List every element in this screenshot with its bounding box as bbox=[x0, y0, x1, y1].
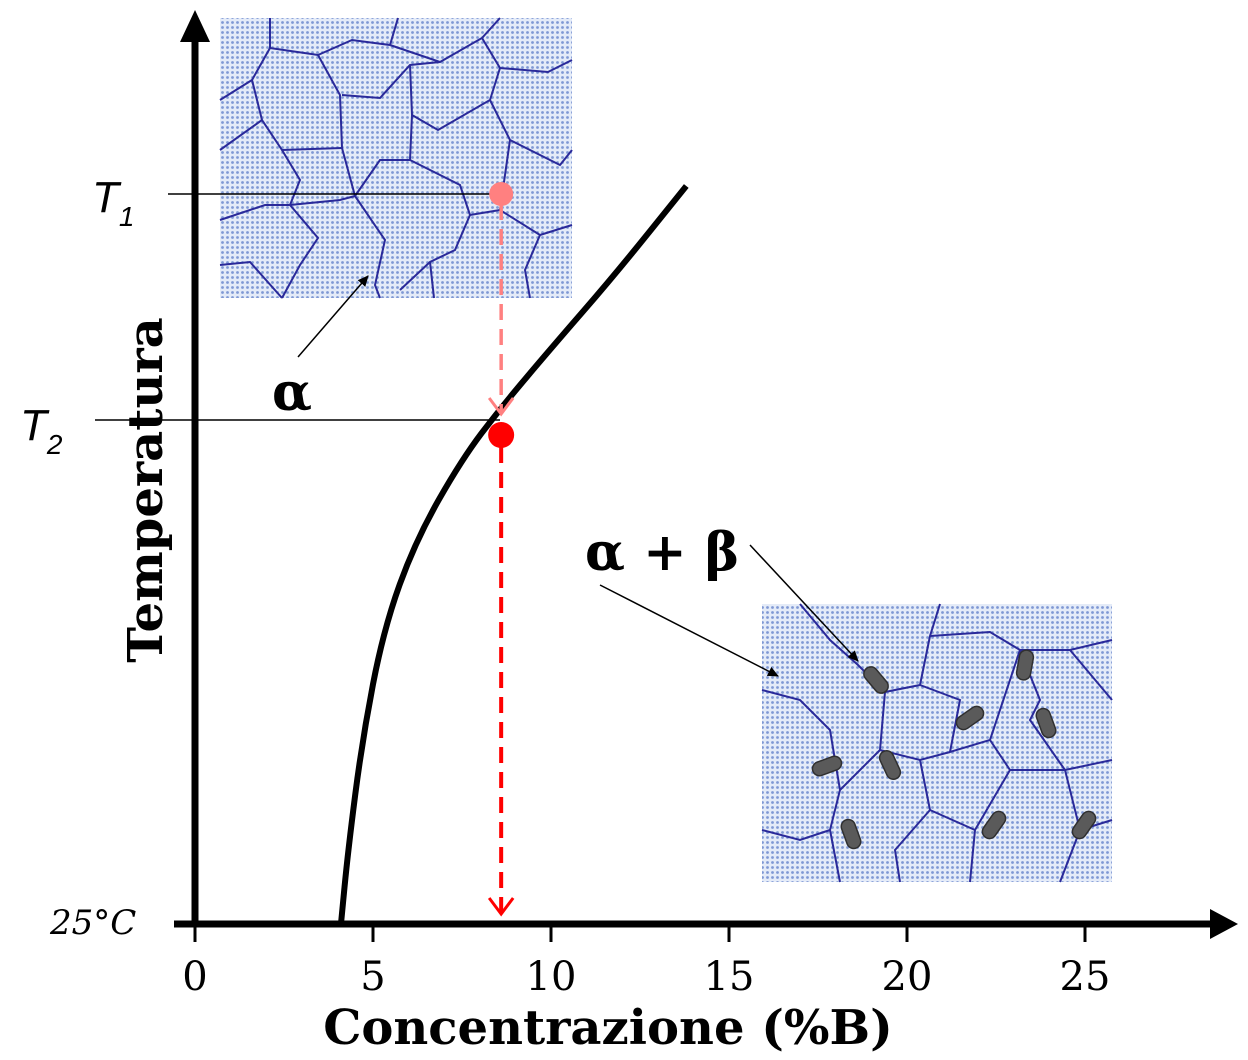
alpha-leader-arrow bbox=[297, 275, 369, 358]
x-tick-label-15: 15 bbox=[704, 954, 755, 1000]
alpha-phase-label: α bbox=[272, 362, 312, 423]
x-tick-label-5: 5 bbox=[360, 954, 385, 1000]
solvus-curve bbox=[337, 184, 689, 925]
beta-precipitates bbox=[811, 649, 1097, 850]
cooling-arrowhead-room-temp bbox=[487, 897, 515, 917]
x-tick-label-25: 25 bbox=[1060, 954, 1111, 1000]
x-tick-label-20: 20 bbox=[882, 954, 933, 1000]
x-tick-labels: 0 5 10 15 20 25 bbox=[182, 954, 1110, 1000]
alpha-region-leader-arrow bbox=[599, 584, 779, 677]
t2-point-marker bbox=[488, 422, 515, 448]
x-tick-marks bbox=[193, 924, 1087, 942]
y-axis-title: Temperatura bbox=[118, 317, 174, 663]
y-axis bbox=[180, 10, 210, 924]
alpha-micrograph bbox=[219, 17, 573, 299]
t1-label: T1 bbox=[92, 173, 134, 232]
beta-particle-leader-arrow bbox=[749, 544, 859, 662]
t2-label: T2 bbox=[20, 401, 63, 460]
alpha-beta-micrograph bbox=[761, 603, 1113, 883]
x-axis-title: Concentrazione (%B) bbox=[323, 1000, 893, 1056]
cooling-arrowhead-t2 bbox=[487, 397, 515, 417]
x-tick-label-10: 10 bbox=[526, 954, 577, 1000]
x-tick-label-0: 0 bbox=[182, 954, 207, 1000]
alpha-beta-phase-label: α + β bbox=[585, 522, 739, 583]
x-axis bbox=[174, 909, 1238, 939]
room-temperature-label: 25°C bbox=[49, 903, 136, 943]
t1-point-marker bbox=[489, 182, 514, 206]
